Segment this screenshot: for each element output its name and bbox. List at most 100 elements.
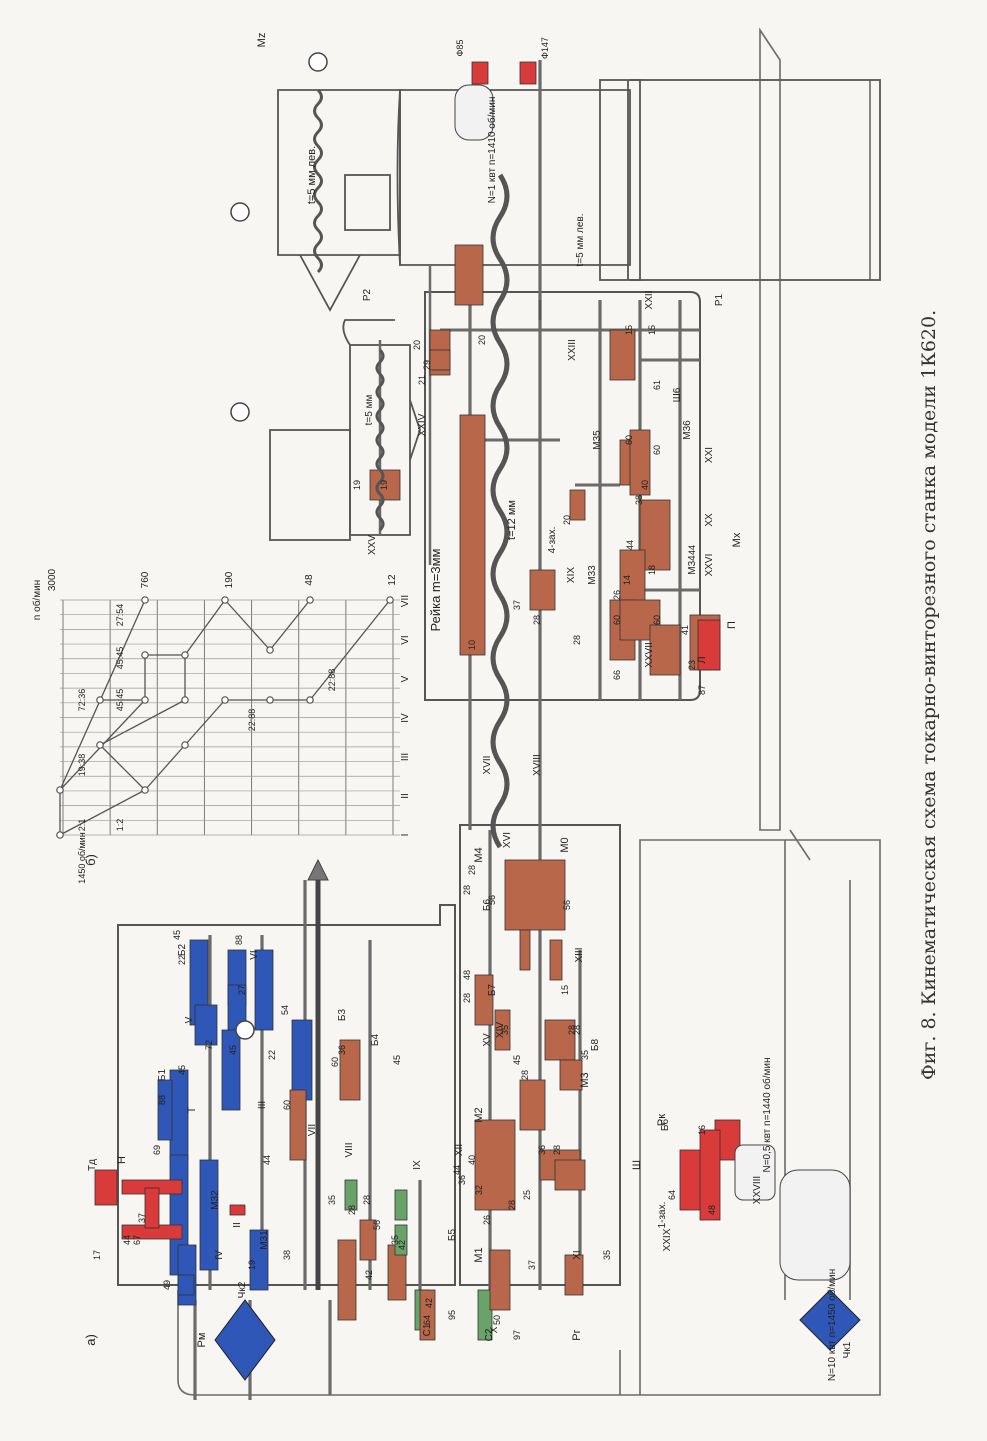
gear-number: 35 — [327, 1195, 337, 1205]
speed-node — [96, 741, 104, 749]
label: Чк1 — [842, 1341, 853, 1358]
gear-number: 56 — [487, 895, 497, 905]
gear-number: 28 — [572, 635, 582, 645]
gear-number: 32 — [474, 1185, 484, 1195]
label: Б8 — [590, 1039, 601, 1052]
label: М35 — [592, 430, 603, 450]
label: Б5 — [447, 1229, 458, 1242]
speed-node — [141, 651, 149, 659]
brown-gear — [454, 244, 484, 306]
speed-node — [181, 696, 189, 704]
shaft-numeral: VI — [249, 950, 260, 959]
speed-ratio: 27:54 — [115, 604, 125, 627]
speed-top-value: 12 — [387, 574, 398, 586]
green-gear — [477, 1289, 493, 1341]
green-gear — [394, 1224, 408, 1256]
handwheel — [308, 52, 328, 72]
spindle-center — [307, 858, 329, 881]
gear-number: 61 — [652, 380, 662, 390]
brown-gear — [359, 1219, 377, 1261]
gear-number: 28 — [462, 885, 472, 895]
speed-ratio: 19:38 — [77, 754, 87, 777]
gear-number: 42 — [364, 1270, 374, 1280]
shaft-numeral: XX — [704, 513, 715, 527]
gear-number: 26 — [612, 590, 622, 600]
gear-number: 25 — [522, 1190, 532, 1200]
speed-ratio: 2:1 — [77, 819, 87, 832]
gear-number: 40 — [467, 1155, 477, 1165]
speed-top-value: 48 — [304, 574, 315, 586]
gear-number: 44 — [625, 540, 635, 550]
shaft-numeral: XXV — [367, 535, 378, 555]
speed-ray — [269, 599, 311, 651]
speed-shaft-numeral: VI — [400, 635, 411, 644]
speed-node — [266, 646, 274, 654]
brown-gear — [459, 414, 486, 656]
apron-housing — [424, 291, 701, 701]
speed-chart-grid — [56, 596, 400, 839]
gear-number: 37 — [512, 600, 522, 610]
figure-caption: Фиг. 8. Кинематическая схема токарно-вин… — [918, 309, 940, 1080]
speed-ray — [59, 599, 146, 791]
shaft-numeral: XVII — [482, 756, 493, 775]
gear-number: 64 — [667, 1190, 677, 1200]
speed-ratio: 72:36 — [77, 689, 87, 712]
gear-number: 45 — [228, 1045, 238, 1055]
gears — [94, 52, 861, 1381]
handwheel — [230, 402, 250, 422]
label: N=10 квт n=1450 об/мин — [826, 1269, 838, 1381]
gear-number: 48 — [462, 970, 472, 980]
speed-node — [96, 696, 104, 704]
label: Мх — [731, 532, 743, 547]
label: n об/мин — [31, 580, 43, 620]
label: М34 — [687, 555, 698, 575]
label: б) — [83, 854, 98, 866]
label: Рейка m=3мм — [428, 548, 443, 631]
speed-ray — [309, 599, 391, 701]
green-gear — [394, 1189, 408, 1221]
speed-ray — [99, 699, 186, 746]
gear-number: 22 — [177, 955, 187, 965]
gear-number: 17 — [92, 1250, 102, 1260]
gear-number: 20 — [562, 515, 572, 525]
brown-gear — [609, 329, 636, 381]
speed-shaft-numeral: II — [400, 793, 411, 799]
gear-number: 37 — [137, 1213, 147, 1223]
pump-motor — [454, 84, 494, 141]
red-gear — [519, 61, 537, 85]
gear-number: 19 — [379, 480, 389, 490]
cross-screw — [375, 348, 385, 532]
speed-node — [306, 696, 314, 704]
brown-gear — [474, 974, 494, 1026]
speed-shaft-numeral: III — [400, 753, 411, 761]
brown-gear — [564, 1254, 584, 1296]
shaft-numeral: XIII — [574, 947, 585, 962]
gear-number: 28 — [532, 615, 542, 625]
speed-node — [221, 696, 229, 704]
speed-node — [56, 786, 64, 794]
label: М32 — [210, 1190, 221, 1210]
gear-number: 35 — [390, 1235, 400, 1245]
label: М3 — [579, 1072, 591, 1087]
shaft-numeral: XXIII — [567, 339, 578, 361]
shaft-numeral: III — [257, 1101, 268, 1109]
gear-number: 41 — [680, 625, 690, 635]
label: М0 — [559, 837, 571, 852]
label: Р1 — [714, 293, 725, 306]
label: М1 — [473, 1247, 485, 1262]
gear-number: 36 — [457, 1175, 467, 1185]
gear-number: 37 — [527, 1260, 537, 1270]
gear-number: 88 — [234, 935, 244, 945]
gear-number: 21 — [417, 375, 427, 385]
screws — [313, 88, 542, 849]
label: С2 — [484, 1328, 495, 1341]
gear-number: 38 — [282, 1250, 292, 1260]
gear-number: 35 — [580, 1050, 590, 1060]
brown-gear — [554, 1159, 586, 1191]
gear-number: 29 — [422, 360, 432, 370]
brown-gear — [629, 429, 651, 496]
label: t=5 мм лев. — [575, 214, 586, 267]
label: Т — [186, 1106, 198, 1113]
